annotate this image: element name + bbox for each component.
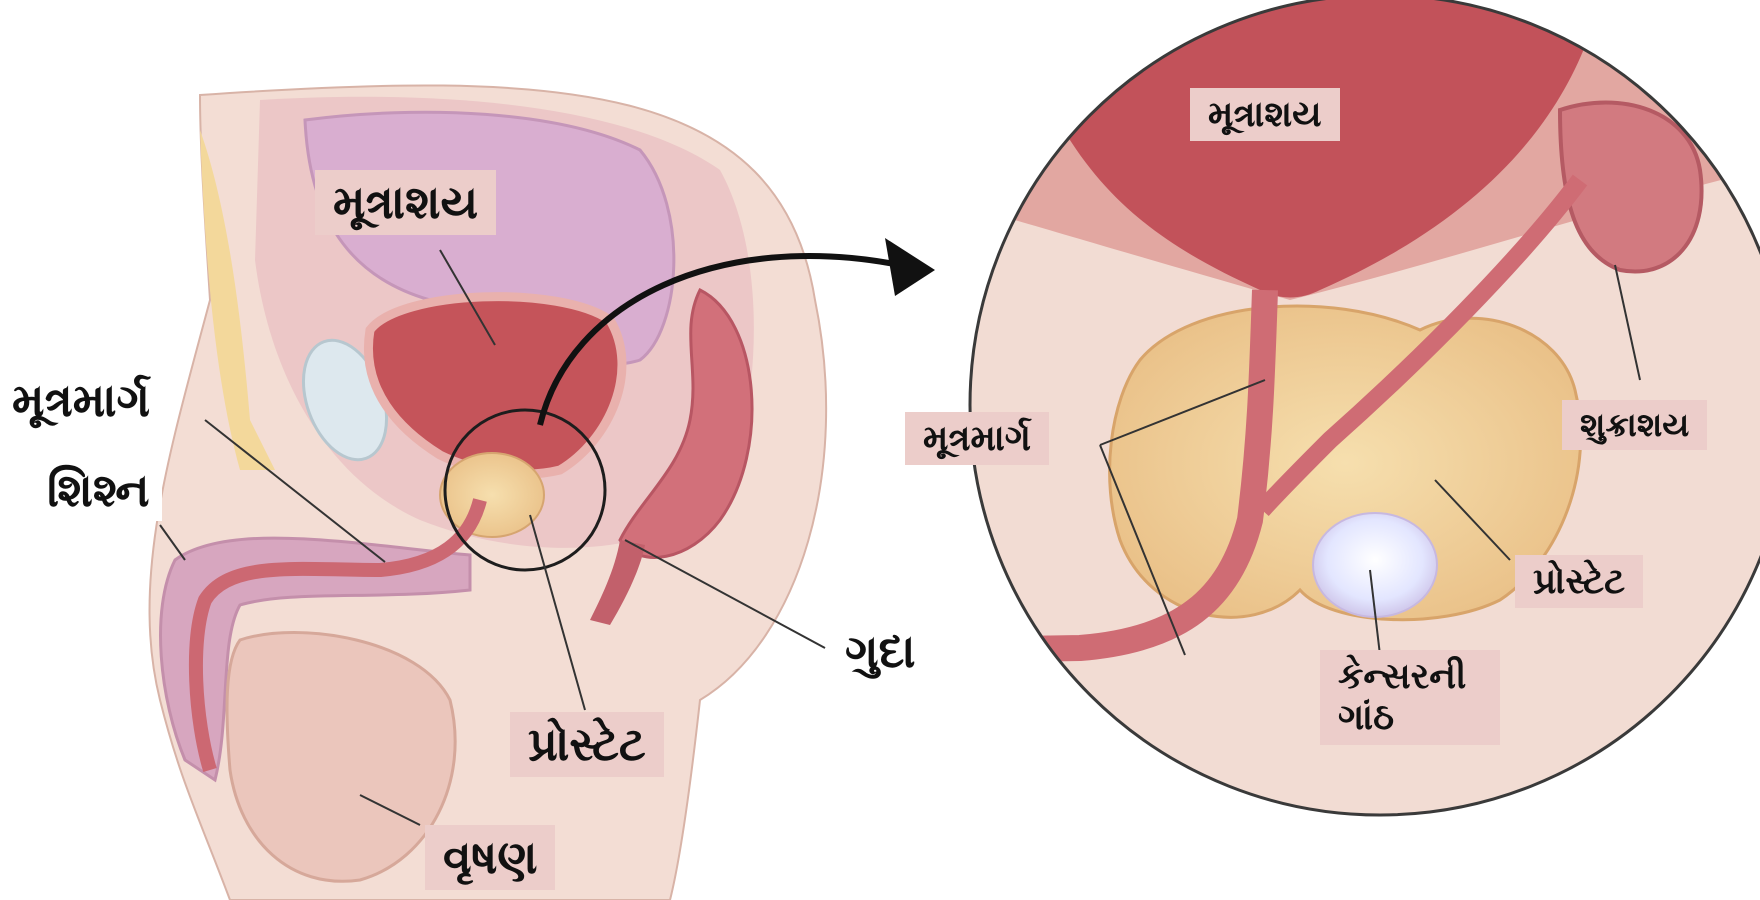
label-prostate-left: પ્રોસ્ટેટ: [510, 712, 664, 777]
sagittal-view: [150, 85, 935, 900]
label-anus: ગુદા: [845, 625, 916, 678]
label-tumor: કેન્સરની ગાંઠ: [1320, 650, 1500, 745]
label-penis: શિશ્ન: [35, 460, 162, 521]
tumor: [1313, 513, 1437, 617]
prostate: [440, 453, 544, 537]
label-bladder-left: મૂત્રાશય: [315, 170, 496, 235]
label-seminal-vesicle: શુક્રાશય: [1562, 400, 1707, 450]
label-testis: વૃષણ: [425, 825, 555, 890]
label-urethra-left: મૂત્રમાર્ગ: [0, 370, 162, 431]
label-bladder-right: મૂત્રાશય: [1190, 88, 1340, 141]
label-prostate-right: પ્રોસ્ટેટ: [1515, 555, 1643, 608]
zoom-arrowhead-icon: [885, 238, 935, 296]
label-urethra-right: મૂત્રમાર્ગ: [905, 412, 1049, 465]
